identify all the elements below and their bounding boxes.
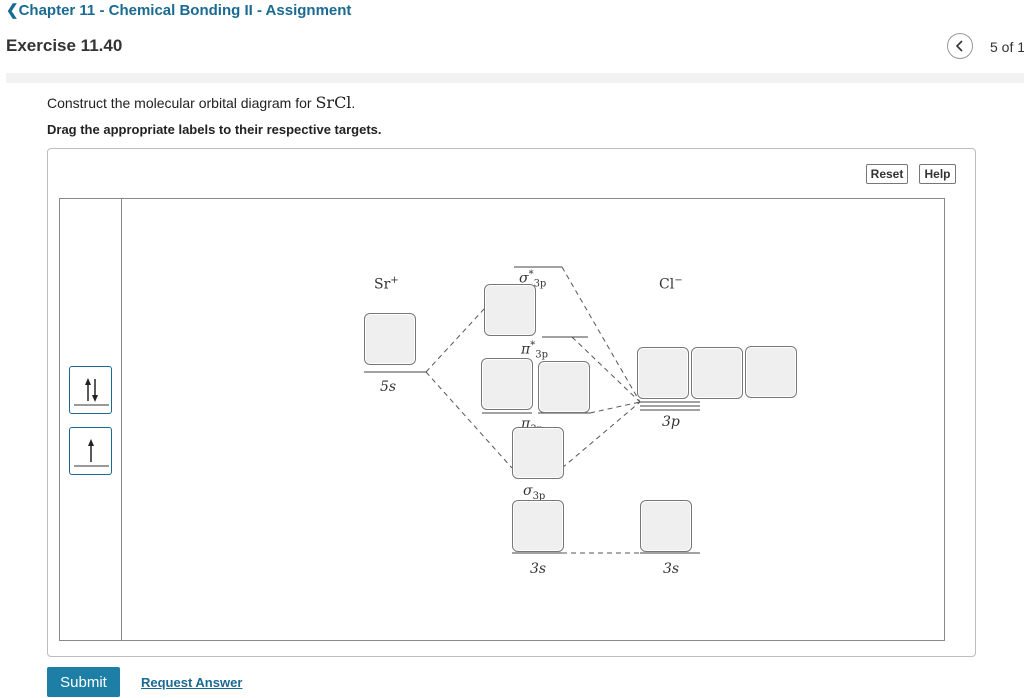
pi-star-subscript: 3p <box>535 349 548 361</box>
drop-target-cl-3p-2[interactable] <box>691 347 743 399</box>
prompt-suffix: . <box>351 95 356 111</box>
pi-star-symbol: π <box>521 341 531 358</box>
sigma-star-subscript: 3p <box>533 278 547 290</box>
sigma-star-symbol: σ <box>519 270 529 287</box>
pi-symbol: π <box>521 416 531 432</box>
drop-target-pi-star-3p-2[interactable] <box>538 361 590 413</box>
pi-star-asterisk: * <box>530 340 536 351</box>
drop-target-cl-3p-1[interactable] <box>637 347 689 399</box>
formula: SrCl <box>315 93 352 112</box>
instruction-text: Drag the appropriate labels to their res… <box>47 122 382 137</box>
page-title: Exercise 11.40 <box>6 36 123 55</box>
help-button[interactable]: Help <box>919 164 956 184</box>
left-atom-symbol: Sr <box>374 276 391 293</box>
drop-target-sigma-3p[interactable] <box>512 500 564 552</box>
question-prompt: Construct the molecular orbital diagram … <box>47 93 355 112</box>
sr-plus-label: Sr+ <box>374 275 399 293</box>
single-electron-icon <box>74 439 109 467</box>
paired-electrons-label[interactable] <box>69 366 112 414</box>
left-atom-charge: + <box>390 275 399 286</box>
breadcrumb-link[interactable]: ❮Chapter 11 - Chemical Bonding II - Assi… <box>6 1 351 19</box>
previous-button[interactable] <box>947 33 973 59</box>
drop-target-sr-5s[interactable] <box>364 313 416 365</box>
drop-target-pi-3p[interactable] <box>512 427 564 479</box>
chevron-left-icon <box>955 40 963 52</box>
single-electron-label[interactable] <box>69 427 112 475</box>
cl-minus-label: Cl− <box>659 275 683 293</box>
label-palette <box>59 198 122 641</box>
sigma-star-asterisk: * <box>528 269 534 280</box>
drop-target-cl-3s[interactable] <box>640 500 692 552</box>
cl-3p-text: 3p <box>662 414 680 430</box>
prompt-prefix: Construct the molecular orbital diagram … <box>47 95 316 111</box>
cl-3p-label: 3p <box>662 414 680 430</box>
reset-button[interactable]: Reset <box>866 164 908 184</box>
drop-target-cl-3p-3[interactable] <box>745 346 797 398</box>
drag-drop-area <box>59 198 945 641</box>
breadcrumb-text: Chapter 11 - Chemical Bonding II - Assig… <box>18 2 352 19</box>
divider <box>6 73 1024 83</box>
sigma-symbol: σ <box>523 483 533 499</box>
right-atom-symbol: Cl <box>659 276 675 293</box>
sigma-3p-label: σ3p <box>523 483 545 502</box>
right-atom-charge: − <box>674 275 683 286</box>
drop-target-pi-star-3p-1[interactable] <box>481 358 533 410</box>
sigma-subscript: 3p <box>532 490 546 502</box>
cl-3s-label: 3s <box>663 561 679 577</box>
sigma-star-3p-label: σ*3p <box>519 269 546 289</box>
drop-target-sigma-star-3p[interactable] <box>484 284 536 336</box>
mo-3s-label: 3s <box>530 561 546 577</box>
sr-5s-label: 5s <box>380 379 396 395</box>
pager-text: 5 of 1 <box>990 39 1024 55</box>
cl-3s-text: 3s <box>663 561 680 577</box>
chevron-left-icon: ❮ <box>6 2 19 19</box>
submit-button[interactable]: Submit <box>47 667 120 697</box>
mo-3s-text: 3s <box>530 561 547 577</box>
pi-star-3p-label: π*3p <box>521 340 548 360</box>
sr-5s-text: 5s <box>380 379 397 395</box>
paired-electrons-icon <box>74 378 109 406</box>
request-answer-link[interactable]: Request Answer <box>141 675 243 690</box>
